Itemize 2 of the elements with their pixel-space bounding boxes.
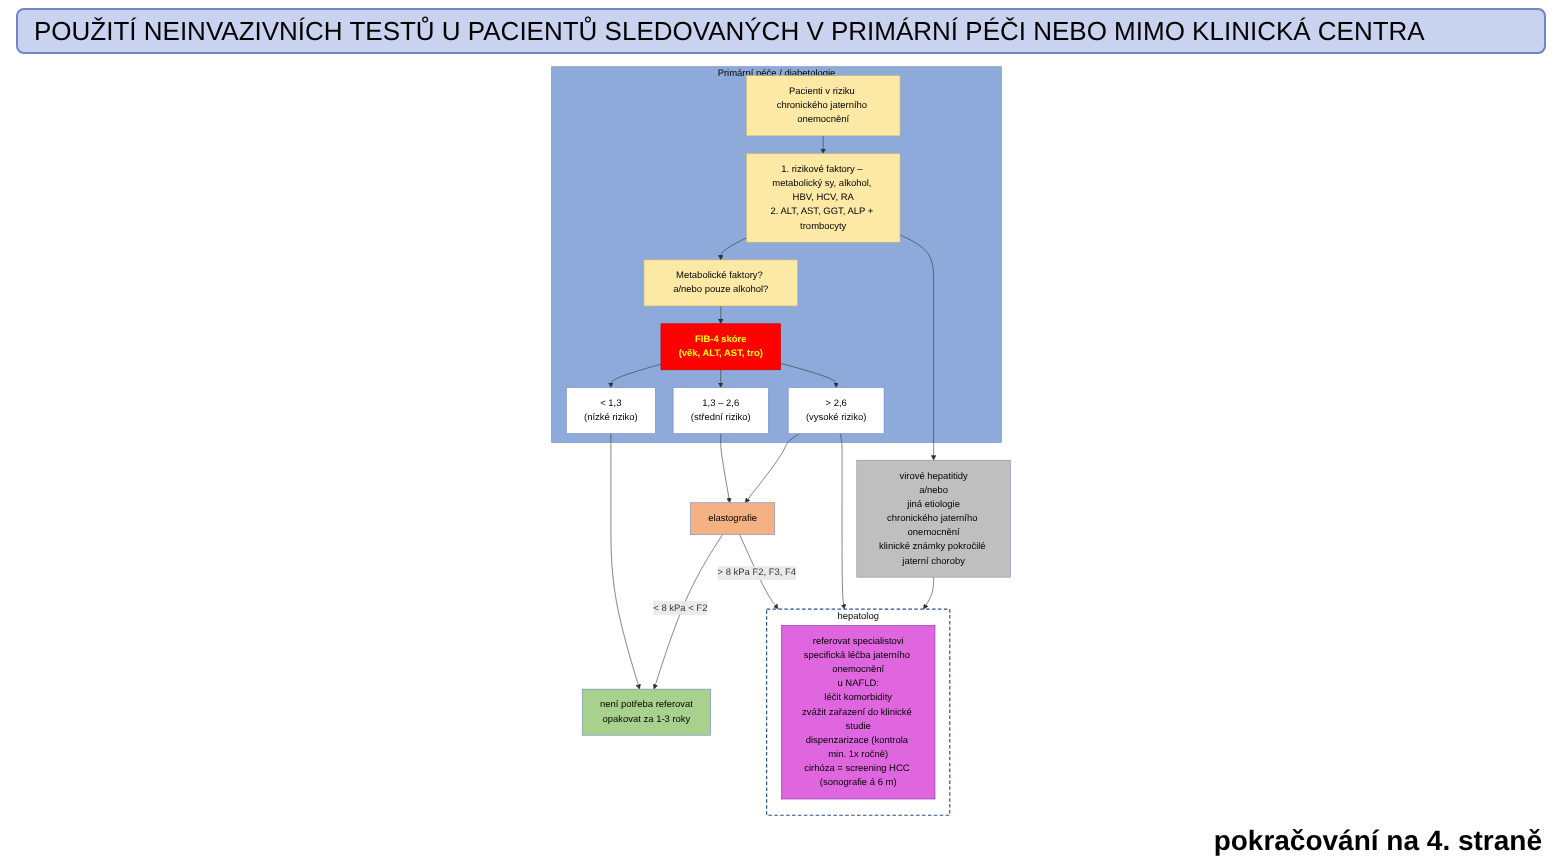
page-note: pokračování na 4. straně: [1211, 824, 1542, 856]
diagram-title: POUŽITÍ NEINVAZIVNÍCH TESTŮ U PACIENTŮ SLEDOVANÝCH V PRIMÁRNÍ PÉČI NEBO MIMO KLINICKÁ CENTRA: [16, 8, 1546, 54]
